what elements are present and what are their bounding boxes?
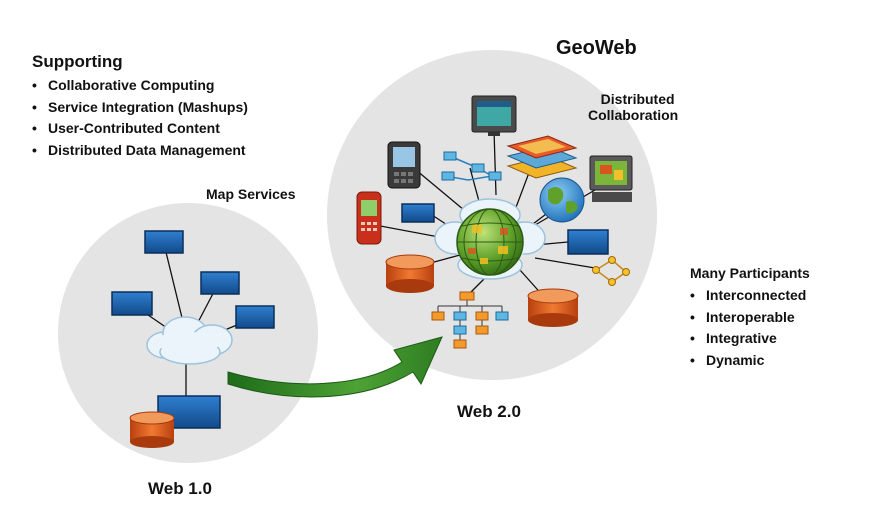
web1-label: Web 1.0 xyxy=(148,479,212,498)
geoweb-title: GeoWeb xyxy=(556,37,637,59)
cell-phone-icon xyxy=(356,191,382,245)
supporting-heading: Supporting xyxy=(32,52,123,71)
workflow-diagram-icon xyxy=(441,151,502,181)
monitor-icon xyxy=(200,271,240,295)
distributed-label-line1: Distributed xyxy=(600,91,675,107)
desktop-monitor-icon xyxy=(471,95,517,136)
globe-icon xyxy=(456,208,524,276)
list-item: Service Integration (Mashups) xyxy=(32,97,248,119)
node-graph-icon xyxy=(592,256,630,286)
list-item: Integrative xyxy=(690,328,806,350)
list-item: Interoperable xyxy=(690,307,806,329)
org-chart-icon xyxy=(431,291,509,349)
list-item: Collaborative Computing xyxy=(32,75,248,97)
workstation-icon xyxy=(589,155,633,202)
database-icon xyxy=(527,288,579,327)
list-item: Interconnected xyxy=(690,285,806,307)
monitor-icon xyxy=(567,229,609,255)
monitor-icon xyxy=(235,305,275,329)
map-services-label: Map Services xyxy=(206,186,296,202)
distributed-collaboration-label: Distributed Collaboration xyxy=(588,91,678,123)
list-item: Dynamic xyxy=(690,350,806,372)
monitor-icon xyxy=(144,230,184,254)
many-participants-heading: Many Participants xyxy=(690,265,810,281)
list-item: User-Contributed Content xyxy=(32,118,248,140)
database-icon xyxy=(385,254,435,293)
monitor-icon xyxy=(401,203,435,223)
transition-arrow xyxy=(227,336,443,398)
pda-icon xyxy=(387,141,421,189)
supporting-list: Collaborative Computing Service Integrat… xyxy=(32,75,248,161)
web2-label: Web 2.0 xyxy=(457,402,521,421)
earth-globe-icon xyxy=(539,177,585,223)
map-layers-icon xyxy=(506,135,578,179)
database-icon xyxy=(129,411,175,448)
distributed-label-line2: Collaboration xyxy=(588,107,679,123)
monitor-icon xyxy=(111,291,153,316)
web1-network xyxy=(111,230,275,448)
many-participants-list: Interconnected Interoperable Integrative… xyxy=(690,285,806,371)
web2-network xyxy=(356,95,633,349)
list-item: Distributed Data Management xyxy=(32,140,248,162)
